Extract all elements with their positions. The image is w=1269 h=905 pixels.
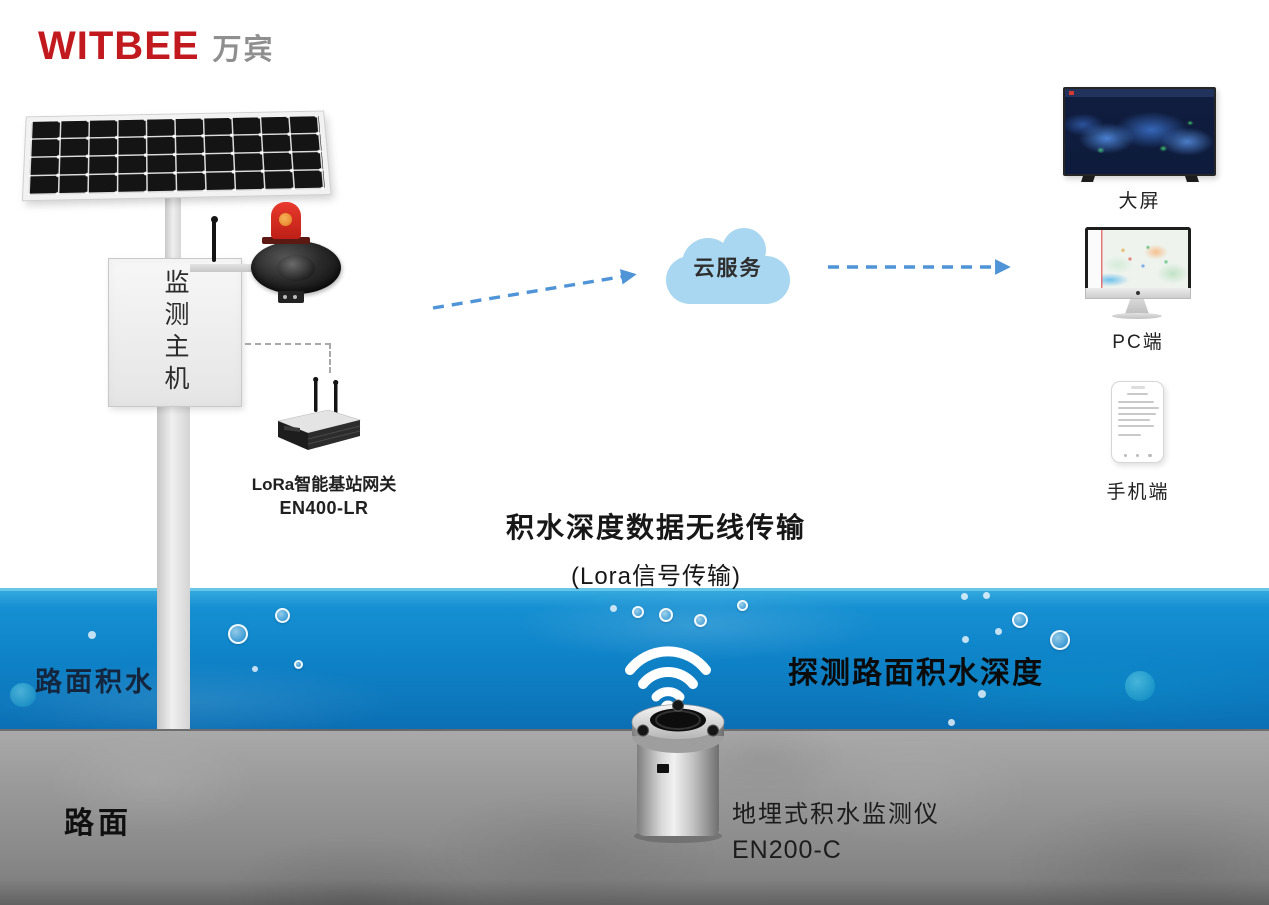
transmission-caption: 积水深度数据无线传输 (Lora信号传输) — [450, 506, 862, 591]
tv-leg — [1081, 176, 1095, 182]
tv-leg — [1185, 176, 1199, 182]
bubble — [632, 606, 644, 618]
bubble — [737, 600, 748, 611]
pc-monitor-icon — [1085, 227, 1191, 288]
water-surface-label: 路面积水 — [35, 667, 155, 697]
mobile-phone-icon — [1111, 381, 1164, 463]
ground-layer — [0, 729, 1269, 905]
cloud-service-icon: 云服务 — [666, 226, 790, 308]
transmission-title: 积水深度数据无线传输 — [505, 512, 806, 543]
buried-sensor-icon — [618, 694, 738, 851]
mobile-label: 手机端 — [1106, 482, 1170, 503]
phone-speaker — [1130, 386, 1145, 389]
alarm-beacon-icon — [271, 202, 301, 239]
bubble — [88, 631, 96, 639]
gateway-label: LoRa智能基站网关 EN400-LR — [238, 470, 410, 519]
bubble — [10, 683, 36, 707]
horn-speaker-icon — [251, 241, 341, 294]
host-gateway-connector-v — [329, 343, 331, 373]
bubble — [962, 636, 969, 643]
detect-depth-label: 探测路面积水深度 — [788, 657, 1044, 690]
bubble — [610, 605, 617, 612]
cloud-base — [666, 256, 790, 304]
cloud-label: 云服务 — [693, 257, 763, 280]
bubble — [995, 628, 1002, 635]
bubble — [228, 624, 248, 644]
lora-gateway-icon — [268, 376, 366, 463]
water-layer — [0, 588, 1269, 729]
big-screen-label: 大屏 — [1118, 191, 1161, 212]
antenna-icon — [210, 216, 218, 262]
bubble — [252, 666, 258, 672]
speaker-bracket — [278, 291, 304, 303]
host-gateway-connector-h — [245, 343, 331, 345]
bubble — [1012, 612, 1028, 628]
pc-monitor-chin — [1085, 288, 1191, 299]
bubble — [659, 608, 673, 622]
bubble — [983, 592, 990, 599]
gateway-name: LoRa智能基站网关 — [251, 475, 397, 494]
monitoring-host-box: 监测主机 — [108, 258, 242, 407]
bubble — [948, 719, 955, 726]
bubble — [694, 614, 707, 627]
road-surface-label: 路面 — [64, 807, 132, 840]
pc-label: PC端 — [1112, 332, 1164, 353]
sensor-label: 地埋式积水监测仪 EN200-C — [732, 794, 940, 865]
station-pole-lower — [157, 380, 190, 729]
bubble — [978, 690, 986, 698]
bubble — [1125, 671, 1155, 701]
bubble — [275, 608, 290, 623]
transmission-subtitle: (Lora信号传输) — [570, 563, 742, 590]
bubble — [961, 593, 968, 600]
bubble — [294, 660, 303, 669]
big-screen-icon — [1063, 87, 1216, 176]
mount-arm — [190, 264, 290, 272]
bubble — [1050, 630, 1070, 650]
logo: WITBEE 万宾 — [38, 24, 275, 69]
sensor-name: 地埋式积水监测仪 — [732, 801, 940, 828]
monitoring-host-label: 监测主机 — [161, 268, 189, 397]
gateway-model: EN400-LR — [279, 498, 369, 518]
beacon-base — [262, 237, 310, 244]
logo-brand-text: WITBEE — [38, 24, 200, 68]
pc-monitor-base — [1112, 313, 1162, 319]
station-pole-upper — [165, 188, 181, 266]
phone-nav-dots — [1123, 453, 1152, 457]
sensor-model: EN200-C — [732, 836, 842, 864]
downlink-arrow-icon — [828, 259, 1011, 275]
pc-monitor-stand — [1125, 299, 1149, 314]
uplink-arrow-icon — [432, 269, 637, 310]
logo-cn-text: 万宾 — [212, 34, 275, 66]
solar-panel-icon — [22, 111, 331, 201]
